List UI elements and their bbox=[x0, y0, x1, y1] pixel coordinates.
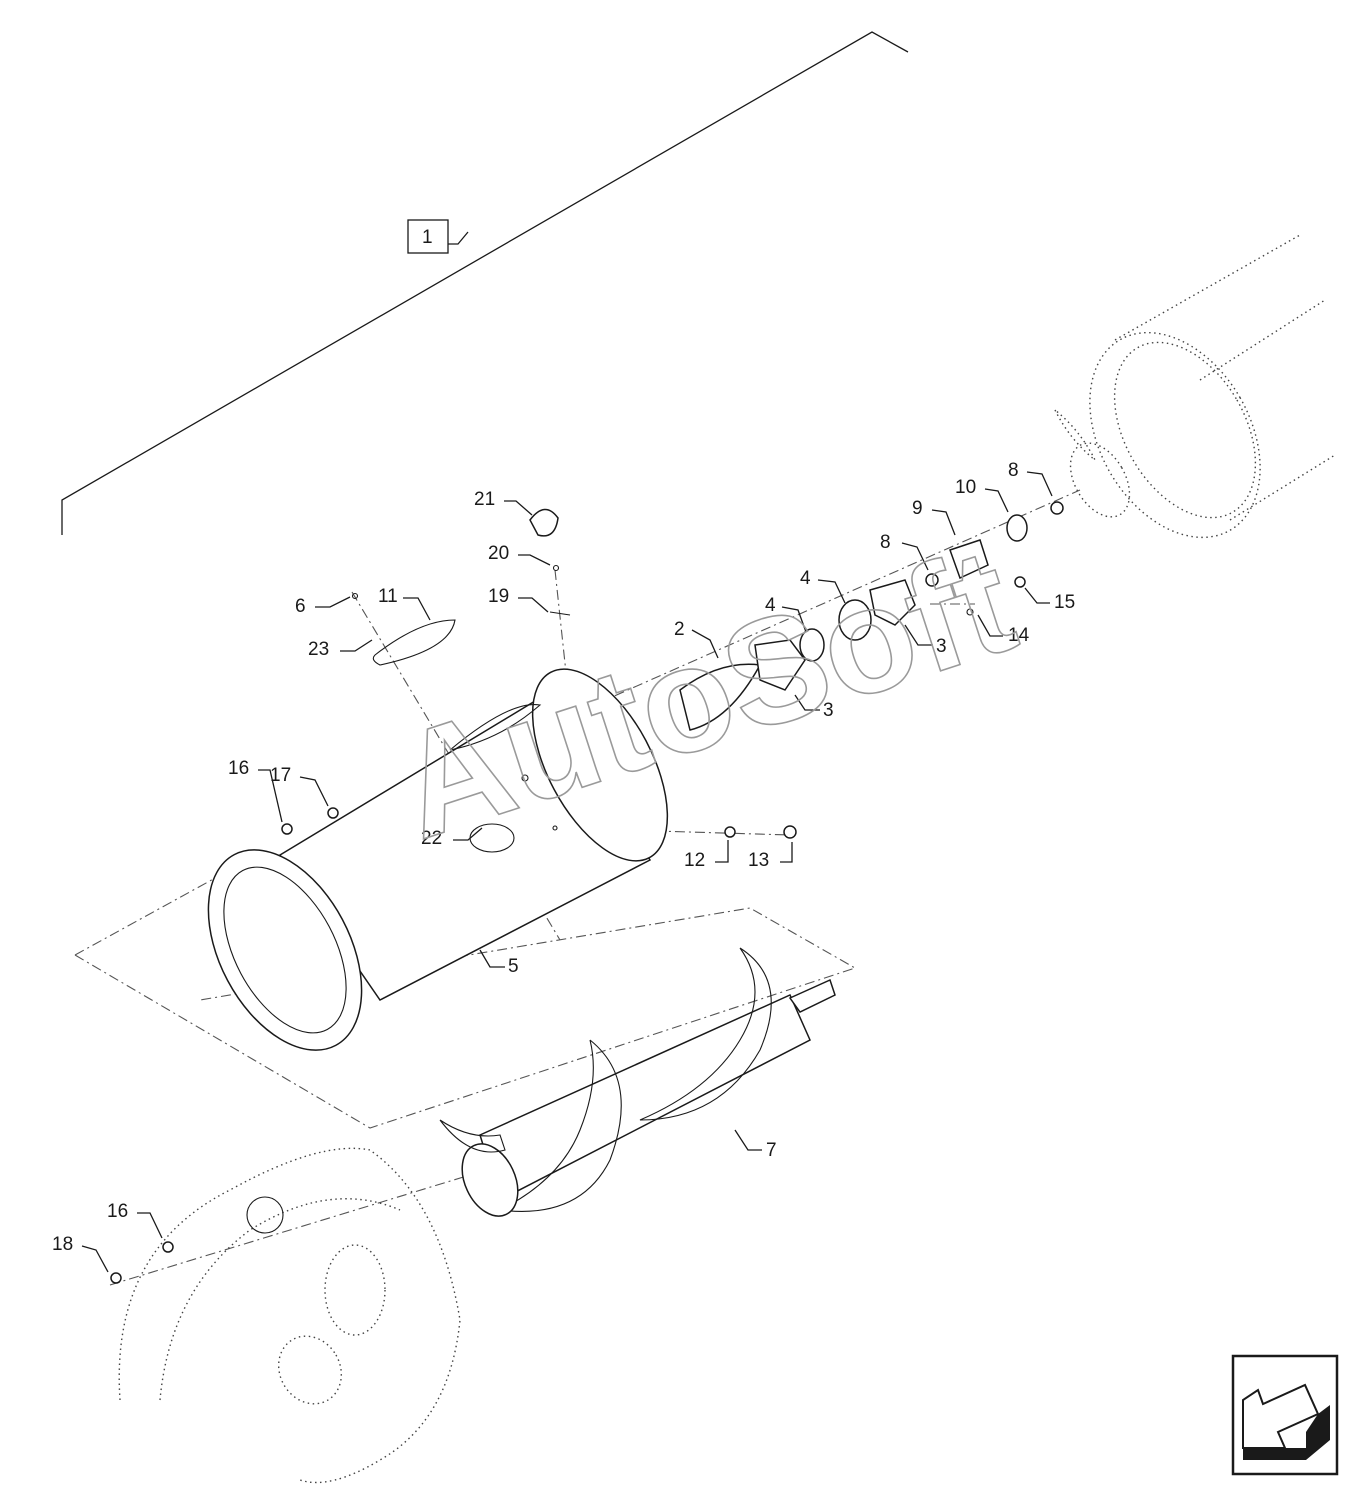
callout-3a: 3 bbox=[794, 694, 834, 721]
auger-part-7 bbox=[439, 947, 836, 1217]
callout-6: 6 bbox=[295, 596, 351, 617]
svg-text:21: 21 bbox=[474, 489, 495, 510]
tube-part-5 bbox=[207, 668, 669, 1051]
svg-text:4: 4 bbox=[765, 595, 776, 616]
hardware-parts bbox=[110, 501, 1064, 1284]
callout-15: 15 bbox=[1024, 587, 1075, 613]
svg-text:8: 8 bbox=[880, 532, 891, 553]
svg-text:2: 2 bbox=[674, 619, 685, 640]
callout-19: 19 bbox=[488, 586, 549, 613]
svg-text:4: 4 bbox=[800, 568, 811, 589]
svg-text:16: 16 bbox=[107, 1201, 128, 1222]
callout-16a: 16 bbox=[228, 758, 283, 823]
svg-text:11: 11 bbox=[378, 586, 398, 607]
callout-7: 7 bbox=[734, 1129, 777, 1161]
callout-4a: 4 bbox=[765, 595, 807, 633]
callout-12: 12 bbox=[684, 840, 729, 871]
svg-text:18: 18 bbox=[52, 1234, 73, 1255]
callout-10: 10 bbox=[955, 477, 1009, 513]
svg-text:5: 5 bbox=[508, 956, 519, 977]
callout-9: 9 bbox=[912, 498, 956, 536]
svg-text:6: 6 bbox=[295, 596, 306, 617]
callout-3b: 3 bbox=[904, 624, 947, 657]
gearbox-housing-reference bbox=[118, 1147, 461, 1484]
callout-14: 14 bbox=[977, 614, 1030, 646]
svg-text:19: 19 bbox=[488, 586, 509, 607]
svg-text:12: 12 bbox=[684, 850, 705, 871]
svg-text:20: 20 bbox=[488, 543, 509, 564]
arrow-down-left-icon[interactable] bbox=[1231, 1354, 1339, 1476]
svg-text:10: 10 bbox=[955, 477, 976, 498]
svg-text:7: 7 bbox=[766, 1140, 777, 1161]
callout-13: 13 bbox=[748, 842, 793, 871]
callout-16b: 16 bbox=[107, 1201, 163, 1239]
callout-11: 11 bbox=[378, 586, 431, 621]
svg-text:1: 1 bbox=[422, 227, 433, 248]
callout-22: 22 bbox=[421, 827, 483, 849]
callout-2: 2 bbox=[674, 619, 719, 659]
watermark: AutoSoft bbox=[377, 514, 1033, 871]
callout-18: 18 bbox=[52, 1234, 109, 1273]
callout-8b: 8 bbox=[1008, 460, 1053, 497]
callout-5: 5 bbox=[479, 949, 519, 977]
svg-text:3: 3 bbox=[823, 700, 834, 721]
callouts: 1 2 3 3 4 4 5 6 bbox=[52, 219, 1075, 1273]
callout-23: 23 bbox=[308, 639, 373, 660]
svg-text:16: 16 bbox=[228, 758, 249, 779]
svg-text:23: 23 bbox=[308, 639, 329, 660]
svg-text:17: 17 bbox=[270, 765, 291, 786]
assembly-bracket bbox=[61, 31, 909, 535]
svg-text:14: 14 bbox=[1008, 625, 1030, 646]
callout-21: 21 bbox=[474, 489, 533, 516]
svg-text:15: 15 bbox=[1054, 592, 1075, 613]
housing-tube-reference bbox=[1054, 234, 1336, 539]
callout-17: 17 bbox=[270, 765, 329, 807]
svg-text:13: 13 bbox=[748, 850, 769, 871]
svg-text:9: 9 bbox=[912, 498, 923, 519]
callout-1: 1 bbox=[407, 219, 469, 254]
svg-text:3: 3 bbox=[936, 636, 947, 657]
svg-text:8: 8 bbox=[1008, 460, 1019, 481]
svg-text:22: 22 bbox=[421, 828, 442, 849]
callout-4b: 4 bbox=[800, 568, 846, 604]
callout-20: 20 bbox=[488, 543, 551, 566]
svg-text:AutoSoft: AutoSoft bbox=[378, 515, 1032, 870]
callout-8a: 8 bbox=[880, 532, 929, 571]
